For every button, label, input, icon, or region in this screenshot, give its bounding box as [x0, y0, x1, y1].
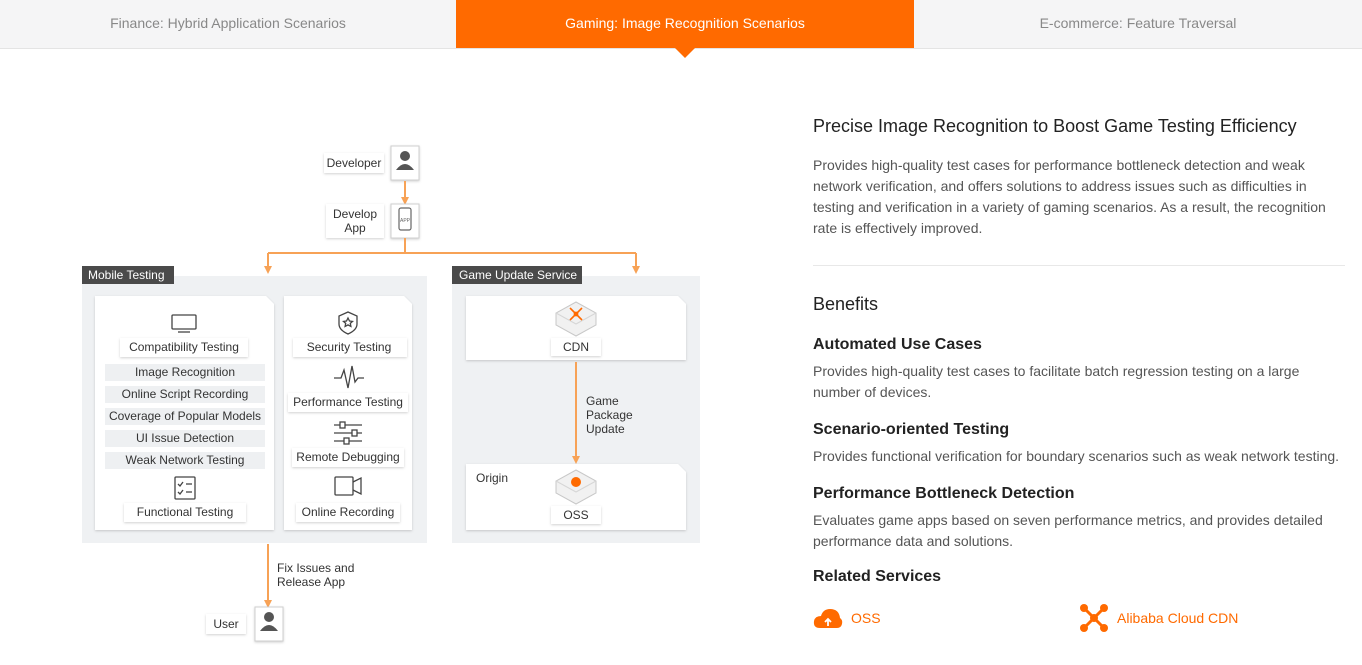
user-node: User [206, 606, 284, 642]
divider [813, 265, 1345, 266]
svg-text:Fix Issues and: Fix Issues and [277, 561, 354, 575]
cdn-node-icon [555, 301, 597, 337]
svg-text:Image Recognition: Image Recognition [135, 365, 235, 379]
svg-text:Update: Update [586, 422, 625, 436]
game-update-service-panel: Game Update Service CDN Game Package Upd… [452, 266, 700, 543]
svg-text:Online Recording: Online Recording [302, 505, 395, 519]
svg-text:Package: Package [586, 408, 633, 422]
architecture-diagram: Developer Develop App APP Mobile Testing [82, 145, 700, 642]
benefit-title: Automated Use Cases [813, 336, 982, 353]
svg-text:APP: APP [400, 218, 411, 224]
benefit-description: Evaluates game apps based on seven perfo… [813, 512, 1323, 549]
svg-text:UI Issue Detection: UI Issue Detection [136, 431, 234, 445]
oss-cloud-icon [813, 609, 843, 628]
svg-text:Remote Debugging: Remote Debugging [296, 450, 399, 464]
svg-text:Weak Network Testing: Weak Network Testing [126, 453, 245, 467]
svg-text:Compatibility Testing: Compatibility Testing [129, 340, 239, 354]
benefit-description: Provides functional verification for bou… [813, 448, 1340, 464]
svg-text:Performance Testing: Performance Testing [293, 395, 403, 409]
scenario-tabs: Finance: Hybrid Application Scenarios Ga… [0, 0, 1362, 58]
benefit-description: Provides high-quality test cases to faci… [813, 363, 1300, 400]
tab-finance[interactable]: Finance: Hybrid Application Scenarios [0, 0, 456, 48]
tab-ecommerce[interactable]: E-commerce: Feature Traversal [914, 0, 1362, 48]
checklist-icon [174, 476, 196, 500]
end-user-icon [254, 606, 284, 642]
scenario-title: Precise Image Recognition to Boost Game … [813, 116, 1297, 136]
oss-node-icon [555, 469, 597, 505]
svg-text:Coverage of Popular Models: Coverage of Popular Models [109, 409, 261, 423]
related-service-cdn[interactable]: Alibaba Cloud CDN [1079, 604, 1238, 632]
tab-label: E-commerce: Feature Traversal [1039, 15, 1237, 31]
tab-label: Gaming: Image Recognition Scenarios [565, 15, 805, 31]
tab-gaming[interactable]: Gaming: Image Recognition Scenarios [456, 0, 914, 58]
svg-text:Mobile Testing: Mobile Testing [88, 268, 165, 282]
svg-text:App: App [344, 221, 366, 235]
related-services-heading: Related Services [813, 568, 942, 585]
developer-user-icon [390, 145, 420, 181]
svg-text:Functional Testing: Functional Testing [137, 505, 234, 519]
svg-text:Game: Game [586, 394, 619, 408]
related-service-label: Alibaba Cloud CDN [1117, 610, 1239, 626]
svg-text:Developer: Developer [327, 156, 382, 170]
svg-text:User: User [213, 617, 238, 631]
video-camera-icon [334, 476, 362, 496]
related-service-oss[interactable]: OSS [813, 604, 881, 632]
monitor-icon [171, 314, 197, 333]
security-shield-icon [338, 311, 358, 335]
svg-text:Security Testing: Security Testing [307, 340, 392, 354]
related-service-label: OSS [851, 610, 881, 626]
app-phone-icon: APP [390, 203, 420, 239]
svg-text:CDN: CDN [563, 340, 589, 354]
tab-label: Finance: Hybrid Application Scenarios [110, 15, 346, 31]
develop-app-node: Develop App APP [326, 203, 420, 239]
svg-text:Online Script Recording: Online Script Recording [122, 387, 249, 401]
benefits-heading: Benefits [813, 294, 879, 314]
developer-node: Developer [324, 145, 420, 181]
sliders-icon [334, 421, 362, 445]
active-tab-caret [675, 48, 695, 58]
cdn-network-icon [1080, 604, 1108, 632]
scenario-description: Provides high-quality test cases for per… [813, 157, 1326, 236]
benefit-title: Scenario-oriented Testing [813, 421, 1010, 438]
svg-text:OSS: OSS [563, 508, 588, 522]
performance-wave-icon [334, 365, 364, 389]
svg-text:Release App: Release App [277, 575, 345, 589]
benefit-title: Performance Bottleneck Detection [813, 485, 1075, 502]
svg-text:Game Update Service: Game Update Service [459, 268, 577, 282]
svg-text:Origin: Origin [476, 471, 508, 485]
svg-text:Develop: Develop [333, 207, 377, 221]
mobile-testing-panel: Mobile Testing Compatibility Testing Ima… [82, 266, 427, 543]
